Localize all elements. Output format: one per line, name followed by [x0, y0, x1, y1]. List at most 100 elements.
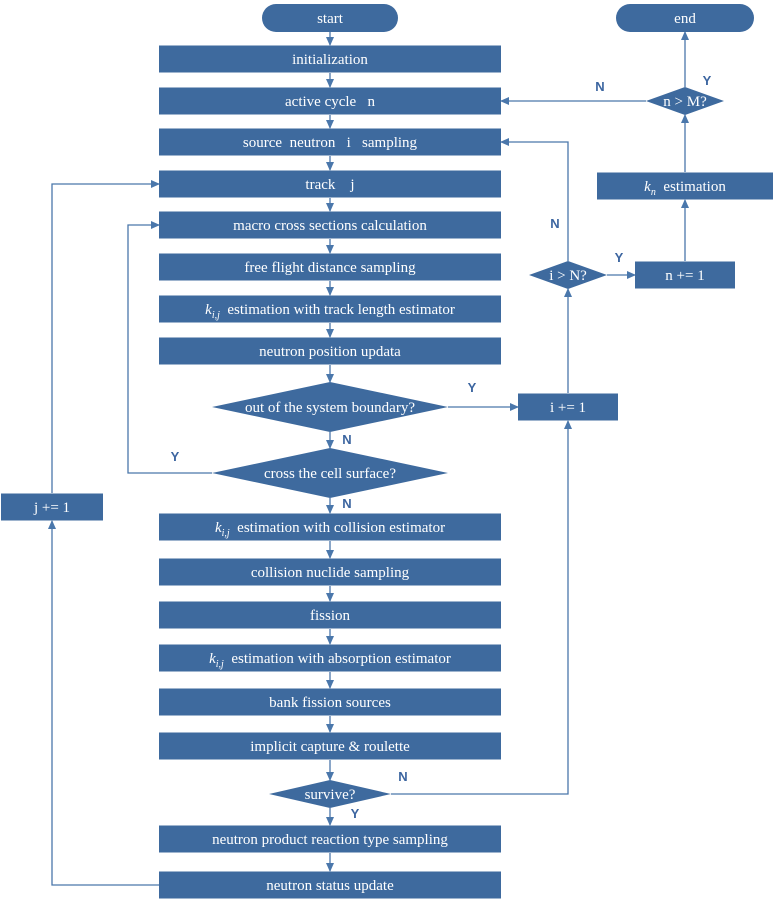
node-i-gt-n: i > N?: [529, 261, 607, 289]
node-end: end: [616, 4, 754, 32]
node-label: collision nuclide sampling: [251, 565, 410, 581]
node-track: track j: [159, 170, 501, 198]
edge-label-no: N: [342, 432, 351, 447]
decision-diamond: [529, 261, 607, 289]
math-subscript: i,j: [212, 310, 220, 321]
node-fission: fission: [159, 601, 501, 629]
edge-status-update-to-j-inc: [48, 520, 159, 886]
process-box: [159, 87, 501, 115]
math-symbol: k: [209, 651, 216, 667]
process-box: [159, 128, 501, 156]
decision-diamond: [269, 780, 391, 808]
node-label: i += 1: [550, 400, 586, 416]
node-label: track j: [305, 177, 354, 193]
process-box: [1, 493, 103, 521]
node-bank-fission: bank fission sources: [159, 688, 501, 716]
process-box: [159, 211, 501, 239]
process-box: [159, 871, 501, 899]
node-label: j += 1: [33, 500, 70, 516]
process-box: [518, 393, 618, 421]
node-label: cross the cell surface?: [264, 466, 396, 482]
math-symbol: k: [205, 302, 212, 318]
node-text: estimation: [656, 179, 726, 195]
node-text: estimation with absorption estimator: [224, 651, 451, 667]
process-box: [159, 688, 501, 716]
node-active-cycle: active cycle n: [159, 87, 501, 115]
node-label: start: [317, 11, 344, 27]
process-box: [159, 601, 501, 629]
edge-label-no: N: [398, 769, 407, 784]
node-k-absorption: ki,j estimation with absorption estimato…: [159, 644, 501, 672]
node-j-inc: j += 1: [1, 493, 103, 521]
node-status-update: neutron status update: [159, 871, 501, 899]
process-box: [159, 558, 501, 586]
node-out-boundary: out of the system boundary?: [212, 382, 448, 432]
process-box: [159, 45, 501, 73]
node-label: bank fission sources: [269, 695, 391, 711]
process-box: [159, 295, 501, 323]
node-free-flight: free flight distance sampling: [159, 253, 501, 281]
node-n-gt-m: n > M?: [646, 87, 724, 115]
node-label: ki,j estimation with absorption estimato…: [209, 651, 451, 670]
process-box: [159, 732, 501, 760]
node-label: free flight distance sampling: [244, 260, 416, 276]
node-label: i > N?: [549, 268, 587, 284]
process-box: [159, 513, 501, 541]
node-nuclide-sampling: collision nuclide sampling: [159, 558, 501, 586]
node-position-update: neutron position updata: [159, 337, 501, 365]
node-label: macro cross sections calculation: [233, 218, 427, 234]
node-label: initialization: [292, 52, 368, 68]
node-label: n > M?: [663, 94, 707, 110]
node-n-inc: n += 1: [635, 261, 735, 289]
node-label: end: [674, 11, 696, 27]
node-label: source neutron i sampling: [243, 135, 418, 151]
node-initialization: initialization: [159, 45, 501, 73]
process-box: [159, 337, 501, 365]
math-symbol: k: [215, 520, 222, 536]
node-source-sampling: source neutron i sampling: [159, 128, 501, 156]
math-subscript: n: [651, 187, 656, 198]
process-box: [159, 170, 501, 198]
process-box: [159, 825, 501, 853]
edge-label-yes: Y: [468, 380, 477, 395]
edge-label-no: N: [595, 79, 604, 94]
process-box: [597, 172, 773, 200]
node-kn-est: kn estimation: [597, 172, 773, 200]
node-label: neutron product reaction type sampling: [212, 832, 448, 848]
decision-diamond: [212, 448, 448, 498]
edge-label-yes: Y: [351, 806, 360, 821]
node-label: out of the system boundary?: [245, 400, 415, 416]
node-label: neutron position updata: [259, 344, 401, 360]
node-i-inc: i += 1: [518, 393, 618, 421]
node-label: n += 1: [665, 268, 704, 284]
process-box: [159, 253, 501, 281]
edge-j-inc-to-track: [51, 180, 160, 493]
decision-diamond: [646, 87, 724, 115]
terminal-shape: [262, 4, 398, 32]
node-implicit-capture: implicit capture & roulette: [159, 732, 501, 760]
node-cross-cell: cross the cell surface?: [212, 448, 448, 498]
node-reaction-type: neutron product reaction type sampling: [159, 825, 501, 853]
decision-diamond: [212, 382, 448, 432]
node-label: ki,j estimation with collision estimator: [215, 520, 445, 539]
terminal-shape: [616, 4, 754, 32]
edge-label-yes: Y: [171, 449, 180, 464]
node-survive: survive?: [269, 780, 391, 808]
process-box: [635, 261, 735, 289]
node-macro-xs: macro cross sections calculation: [159, 211, 501, 239]
node-label: active cycle n: [285, 94, 375, 110]
node-label: implicit capture & roulette: [250, 739, 410, 755]
node-start: start: [262, 4, 398, 32]
math-subscript: i,j: [222, 528, 230, 539]
node-k-track: ki,j estimation with track length estima…: [159, 295, 501, 323]
edge-i-gt-n-to-source-sampling: [500, 138, 569, 261]
edge-survive-to-i-inc: [391, 420, 572, 795]
edge-cross-cell-to-macro-xs: [127, 221, 212, 474]
node-label: fission: [310, 608, 351, 624]
edge-label-yes: Y: [615, 250, 624, 265]
node-text: estimation with collision estimator: [230, 520, 445, 536]
node-label: neutron status update: [266, 878, 394, 894]
math-subscript: i,j: [216, 659, 224, 670]
math-symbol: k: [644, 179, 651, 195]
